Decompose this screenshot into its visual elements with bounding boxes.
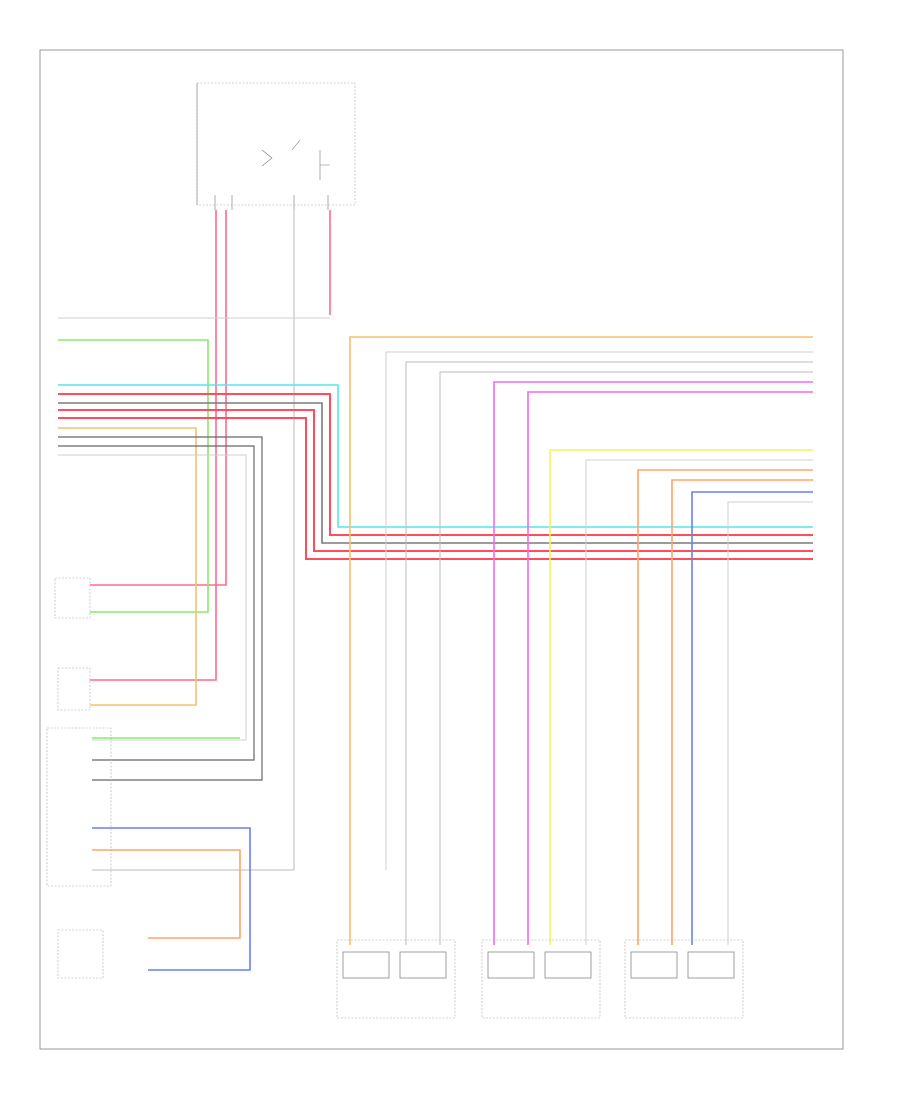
- wire-pink-a: [90, 210, 217, 681]
- wire-white-right-1: [385, 351, 813, 870]
- wire-red-2: [58, 409, 813, 552]
- wire-red-1: [58, 393, 813, 536]
- trans-solenoid-block: [57, 929, 104, 979]
- wire-magenta-1: [493, 381, 813, 945]
- wire-white-a: [92, 210, 295, 871]
- wire-gray-1: [58, 402, 813, 544]
- wire-white-right-2: [405, 361, 813, 945]
- wires: [58, 210, 813, 971]
- top-relay-module: [196, 82, 356, 210]
- wire-orange-2: [671, 479, 813, 945]
- wire-trans-orange: [92, 849, 241, 939]
- wire-blue: [691, 491, 813, 945]
- wire-red-3: [58, 417, 813, 560]
- tcm-outline: [46, 727, 112, 887]
- wire-tan-right: [349, 336, 813, 945]
- accelerator-sensor-block: [57, 667, 91, 711]
- wire-gray-3: [58, 445, 255, 761]
- wire-cyan: [58, 384, 813, 528]
- wire-pink-b: [90, 210, 227, 586]
- wire-white-right-5: [727, 501, 813, 945]
- wire-tan: [58, 427, 197, 706]
- sensor-group-2: [481, 939, 601, 1019]
- diagram-frame: [39, 49, 844, 1050]
- wire-magenta-2: [527, 391, 813, 945]
- wire-trans-blue: [92, 827, 251, 971]
- wire-lt-green: [58, 339, 209, 613]
- wire-white-right-3: [439, 371, 813, 945]
- sensor-group-3: [624, 939, 744, 1019]
- input-speed-sensor-block: [54, 577, 91, 619]
- wire-yellow: [549, 449, 813, 945]
- sensor-group-1: [336, 939, 456, 1019]
- transmission-control-module: [46, 727, 112, 887]
- wire-white-b: [58, 454, 247, 741]
- wire-gray-2: [58, 436, 263, 781]
- relay-module-outline: [196, 82, 356, 206]
- wire-orange-1: [637, 469, 813, 945]
- wire-white-right-4: [585, 459, 813, 945]
